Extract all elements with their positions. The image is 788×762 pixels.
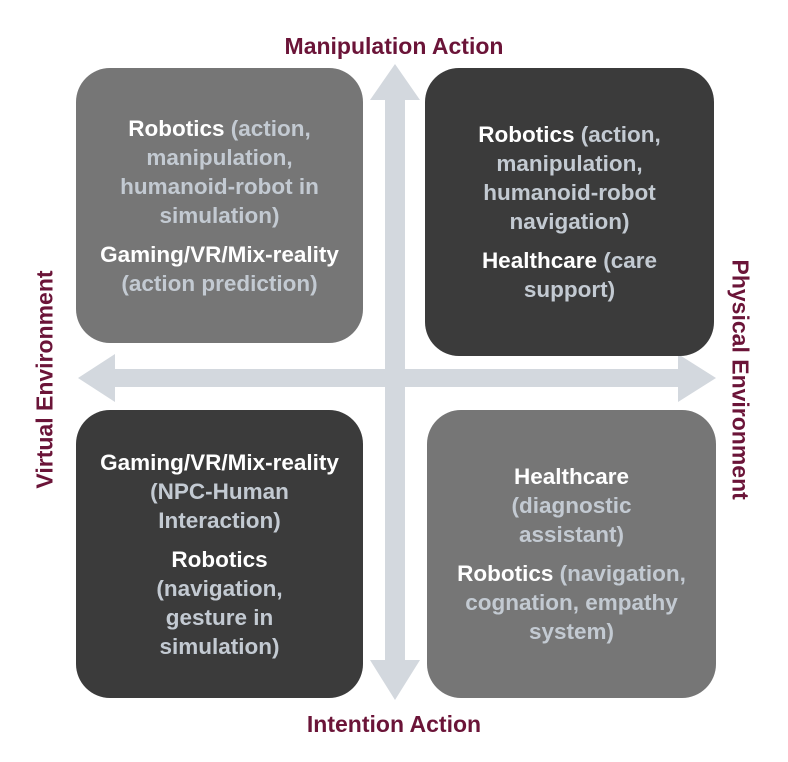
- axis-label-top: Manipulation Action: [284, 33, 504, 59]
- entry-head: Healthcare: [481, 248, 597, 273]
- axis-label-bottom: Intention Action: [306, 711, 482, 737]
- axis-label-left: Virtual Environment: [31, 270, 58, 489]
- entry-detail: (action, manipulation, humanoid-robot in…: [120, 115, 319, 228]
- quadrant-top-right: Robotics (action, manipulation, humanoid…: [425, 68, 714, 356]
- entry-head: Robotics: [171, 546, 268, 572]
- quadrant-bottom-left: Gaming/VR/Mix-reality (NPC-Human Interac…: [76, 410, 363, 698]
- entry-detail: (navigation, cognation, empathy system): [465, 561, 686, 644]
- entry-detail: (NPC-Human Interaction): [150, 478, 289, 533]
- quadrant-entry: Robotics (navigation, cognation, empathy…: [441, 559, 702, 646]
- entry-detail: (care support): [523, 248, 658, 302]
- entry-head: Gaming/VR/Mix-reality: [100, 241, 339, 267]
- entry-detail: (action prediction): [121, 270, 318, 296]
- quadrant-entry: Gaming/VR/Mix-reality (NPC-Human Interac…: [90, 448, 349, 535]
- entry-detail: (diagnostic assistant): [511, 493, 632, 547]
- entry-detail: (action, manipulation, humanoid-robot na…: [483, 122, 661, 234]
- entry-detail: (navigation, gesture in simulation): [156, 575, 283, 659]
- horizontal-arrow: [78, 354, 716, 402]
- entry-head: Healthcare: [513, 464, 630, 489]
- quadrant-entry: Healthcare (care support): [439, 246, 700, 304]
- entry-head: Gaming/VR/Mix-reality: [100, 449, 339, 475]
- quadrant-top-left: Robotics (action, manipulation, humanoid…: [76, 68, 363, 343]
- quadrant-entry: Robotics (action, manipulation, humanoid…: [439, 120, 700, 236]
- quadrant-bottom-right: Healthcare (diagnostic assistant) Roboti…: [427, 410, 716, 698]
- entry-head: Robotics: [478, 122, 575, 147]
- axis-label-right: Physical Environment: [727, 259, 754, 500]
- quadrant-entry: Gaming/VR/Mix-reality (action prediction…: [90, 240, 349, 298]
- quadrant-entry: Robotics (action, manipulation, humanoid…: [90, 114, 349, 230]
- entry-head: Robotics: [128, 115, 225, 141]
- entry-head: Robotics: [457, 561, 554, 586]
- quadrant-entry: Healthcare (diagnostic assistant): [441, 462, 702, 549]
- quadrant-entry: Robotics (navigation, gesture in simulat…: [90, 545, 349, 661]
